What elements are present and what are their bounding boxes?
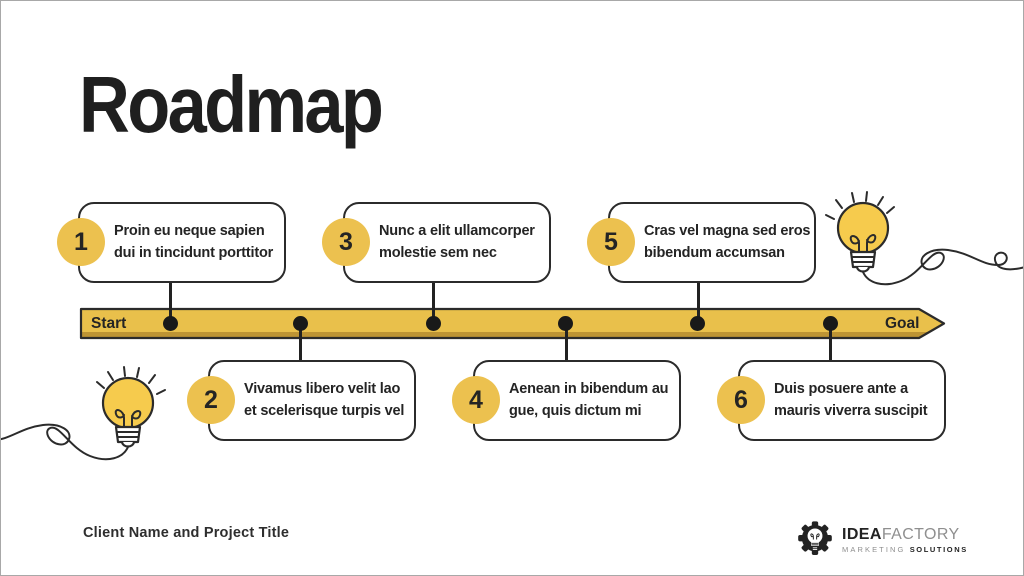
- timeline-arrow-bar: [79, 307, 946, 340]
- step-text: Duis posuere ante a mauris viverra susci…: [774, 381, 928, 419]
- logo-tagline: MARKETING SOLUTIONS: [842, 545, 968, 555]
- step-text: Nunc a elit ullamcorper molestie sem nec: [379, 223, 535, 261]
- client-project-label: Client Name and Project Title: [83, 525, 290, 541]
- step-number-badge-1: 1: [57, 218, 105, 266]
- connector-line-6: [829, 324, 832, 362]
- step-box-3: Nunc a elit ullamcorper molestie sem nec: [343, 202, 551, 283]
- step-text: Vivamus libero velit lao et scelerisque …: [244, 381, 405, 419]
- connector-line-1: [169, 281, 172, 324]
- timeline-dot-1: [163, 316, 178, 331]
- connector-line-3: [432, 281, 435, 324]
- step-number-badge-3: 3: [322, 218, 370, 266]
- step-box-4: Aenean in bibendum au gue, quis dictum m…: [473, 360, 681, 441]
- step-text: Aenean in bibendum au gue, quis dictum m…: [509, 381, 669, 419]
- step-number-badge-6: 6: [717, 376, 765, 424]
- gear-lightbulb-icon: [798, 521, 832, 555]
- connector-line-2: [299, 324, 302, 362]
- step-box-6: Duis posuere ante a mauris viverra susci…: [738, 360, 946, 441]
- timeline-dot-6: [823, 316, 838, 331]
- step-number-badge-2: 2: [187, 376, 235, 424]
- step-text: Proin eu neque sapien dui in tincidunt p…: [114, 223, 274, 261]
- timeline-dot-2: [293, 316, 308, 331]
- timeline-start-label: Start: [91, 315, 127, 332]
- step-number-badge-4: 4: [452, 376, 500, 424]
- step-box-5: Cras vel magna sed eros bibendum accumsa…: [608, 202, 816, 283]
- connector-line-5: [697, 281, 700, 324]
- connector-line-4: [565, 324, 568, 362]
- page-title: Roadmap: [79, 60, 384, 149]
- logo-name: IDEAFACTORY: [842, 525, 960, 543]
- step-box-1: Proin eu neque sapien dui in tincidunt p…: [78, 202, 286, 283]
- timeline-goal-label: Goal: [885, 315, 920, 332]
- logo-text: IDEAFACTORY MARKETING SOLUTIONS: [842, 526, 968, 554]
- timeline-dot-3: [426, 316, 441, 331]
- step-box-2: Vivamus libero velit lao et scelerisque …: [208, 360, 416, 441]
- timeline-dot-5: [690, 316, 705, 331]
- timeline-dot-4: [558, 316, 573, 331]
- lightbulb-doodle-icon: [1, 365, 167, 461]
- step-number-badge-5: 5: [587, 218, 635, 266]
- step-text: Cras vel magna sed eros bibendum accumsa…: [644, 223, 811, 261]
- ideafactory-logo: IDEAFACTORY MARKETING SOLUTIONS: [795, 519, 968, 561]
- lightbulb-doodle-icon: [824, 190, 1023, 286]
